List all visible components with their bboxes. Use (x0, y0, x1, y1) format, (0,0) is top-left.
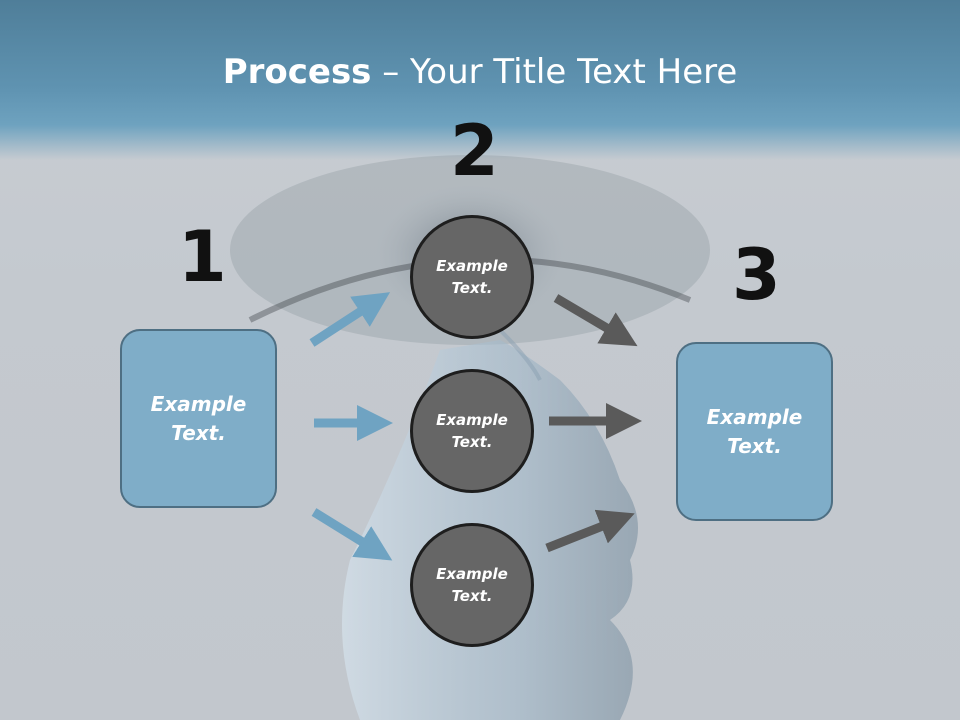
arrow-right-up (545, 509, 635, 553)
circle-middle: Example Text. (410, 369, 534, 493)
step-number-1: 1 (178, 216, 227, 298)
arrow-left-down (311, 508, 393, 561)
circle-top: Example Text. (410, 215, 534, 339)
circle-middle-text: Example Text. (436, 410, 508, 452)
circle-top-text: Example Text. (436, 256, 508, 298)
arrow-left-up (309, 292, 391, 347)
step-number-3: 3 (732, 234, 781, 316)
step-number-2: 2 (450, 110, 499, 192)
title-rest: – Your Title Text Here (371, 52, 738, 92)
circle-bottom: Example Text. (410, 523, 534, 647)
circle-bottom-text: Example Text. (436, 564, 508, 606)
right-box: Example Text. (676, 342, 833, 521)
right-box-text: Example Text. (706, 404, 803, 458)
left-box: Example Text. (120, 329, 277, 508)
slide-title: Process – Your Title Text Here (0, 52, 960, 92)
header-band (0, 0, 960, 160)
title-bold: Process (222, 52, 372, 92)
arrow-right-down (553, 294, 638, 347)
left-box-text: Example Text. (150, 391, 247, 445)
